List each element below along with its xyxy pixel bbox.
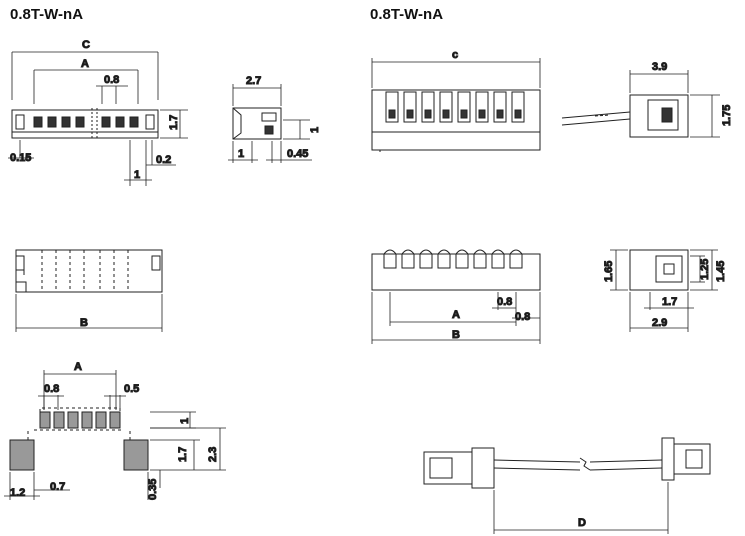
dim-08-view6b: 0.8 <box>515 311 530 323</box>
housing-top-view <box>371 249 541 291</box>
dim-17-view8: 1.7 <box>177 447 189 462</box>
dim-29: 2.9 <box>652 317 667 329</box>
dim-015: 0.15 <box>10 152 31 164</box>
dim-B-view6: B <box>452 329 460 341</box>
dim-A-view6: A <box>452 309 460 321</box>
dim-B-view5: B <box>80 317 88 329</box>
dim-lines-view2 <box>228 84 312 163</box>
dim-c: c <box>452 49 458 61</box>
dim-035: 0.35 <box>147 479 159 500</box>
dim-05-view8: 0.5 <box>124 383 139 395</box>
dim-23: 2.3 <box>207 447 219 462</box>
cable-assembly <box>423 437 711 489</box>
left-title: 0.8T-W-nA <box>10 6 84 23</box>
dim-lines-view9 <box>493 482 669 534</box>
dim-12: 1.2 <box>10 487 25 499</box>
dim-39: 3.9 <box>652 61 667 73</box>
dim-145: 1.45 <box>715 261 727 282</box>
dim-02: 0.2 <box>156 154 171 166</box>
dim-125: 1.25 <box>699 259 711 280</box>
dim-lines-view5 <box>15 294 163 332</box>
dim-lines-view6 <box>371 292 541 344</box>
header-side-view <box>232 107 282 140</box>
header-front-view <box>11 108 159 140</box>
pcb-footprint <box>9 407 149 471</box>
housing-front-view <box>371 89 541 152</box>
dim-27: 2.7 <box>246 75 261 87</box>
dim-1-view1: 1 <box>134 169 140 181</box>
housing-side-view <box>629 249 689 291</box>
dim-height-17: 1.7 <box>168 115 180 130</box>
dim-1-side-bottom: 1 <box>238 148 244 160</box>
dim-1-side: 1 <box>309 127 321 133</box>
dim-A-view8: A <box>74 361 82 373</box>
right-title: 0.8T-W-nA <box>370 6 444 23</box>
dim-08-view8: 0.8 <box>44 383 59 395</box>
dim-lines-view7 <box>610 249 718 332</box>
dim-lines-view4 <box>629 70 720 138</box>
dim-pitch-08: 0.8 <box>104 74 119 86</box>
dim-07: 0.7 <box>50 481 65 493</box>
dim-1-view8: 1 <box>179 418 191 424</box>
dim-lines-view3 <box>371 58 541 88</box>
cable-side-view <box>561 94 689 138</box>
dim-08-view6a: 0.8 <box>497 296 512 308</box>
dim-C: C <box>82 39 90 51</box>
dim-lines-view1 <box>8 51 188 186</box>
dim-17-view7: 1.7 <box>662 296 677 308</box>
dim-045: 0.45 <box>287 148 308 160</box>
dim-175: 1.75 <box>721 105 733 126</box>
dim-D: D <box>578 517 586 529</box>
header-top-view <box>15 249 163 293</box>
dim-lines-view8 <box>4 370 226 500</box>
dim-A: A <box>81 58 89 70</box>
dim-165: 1.65 <box>603 261 615 282</box>
